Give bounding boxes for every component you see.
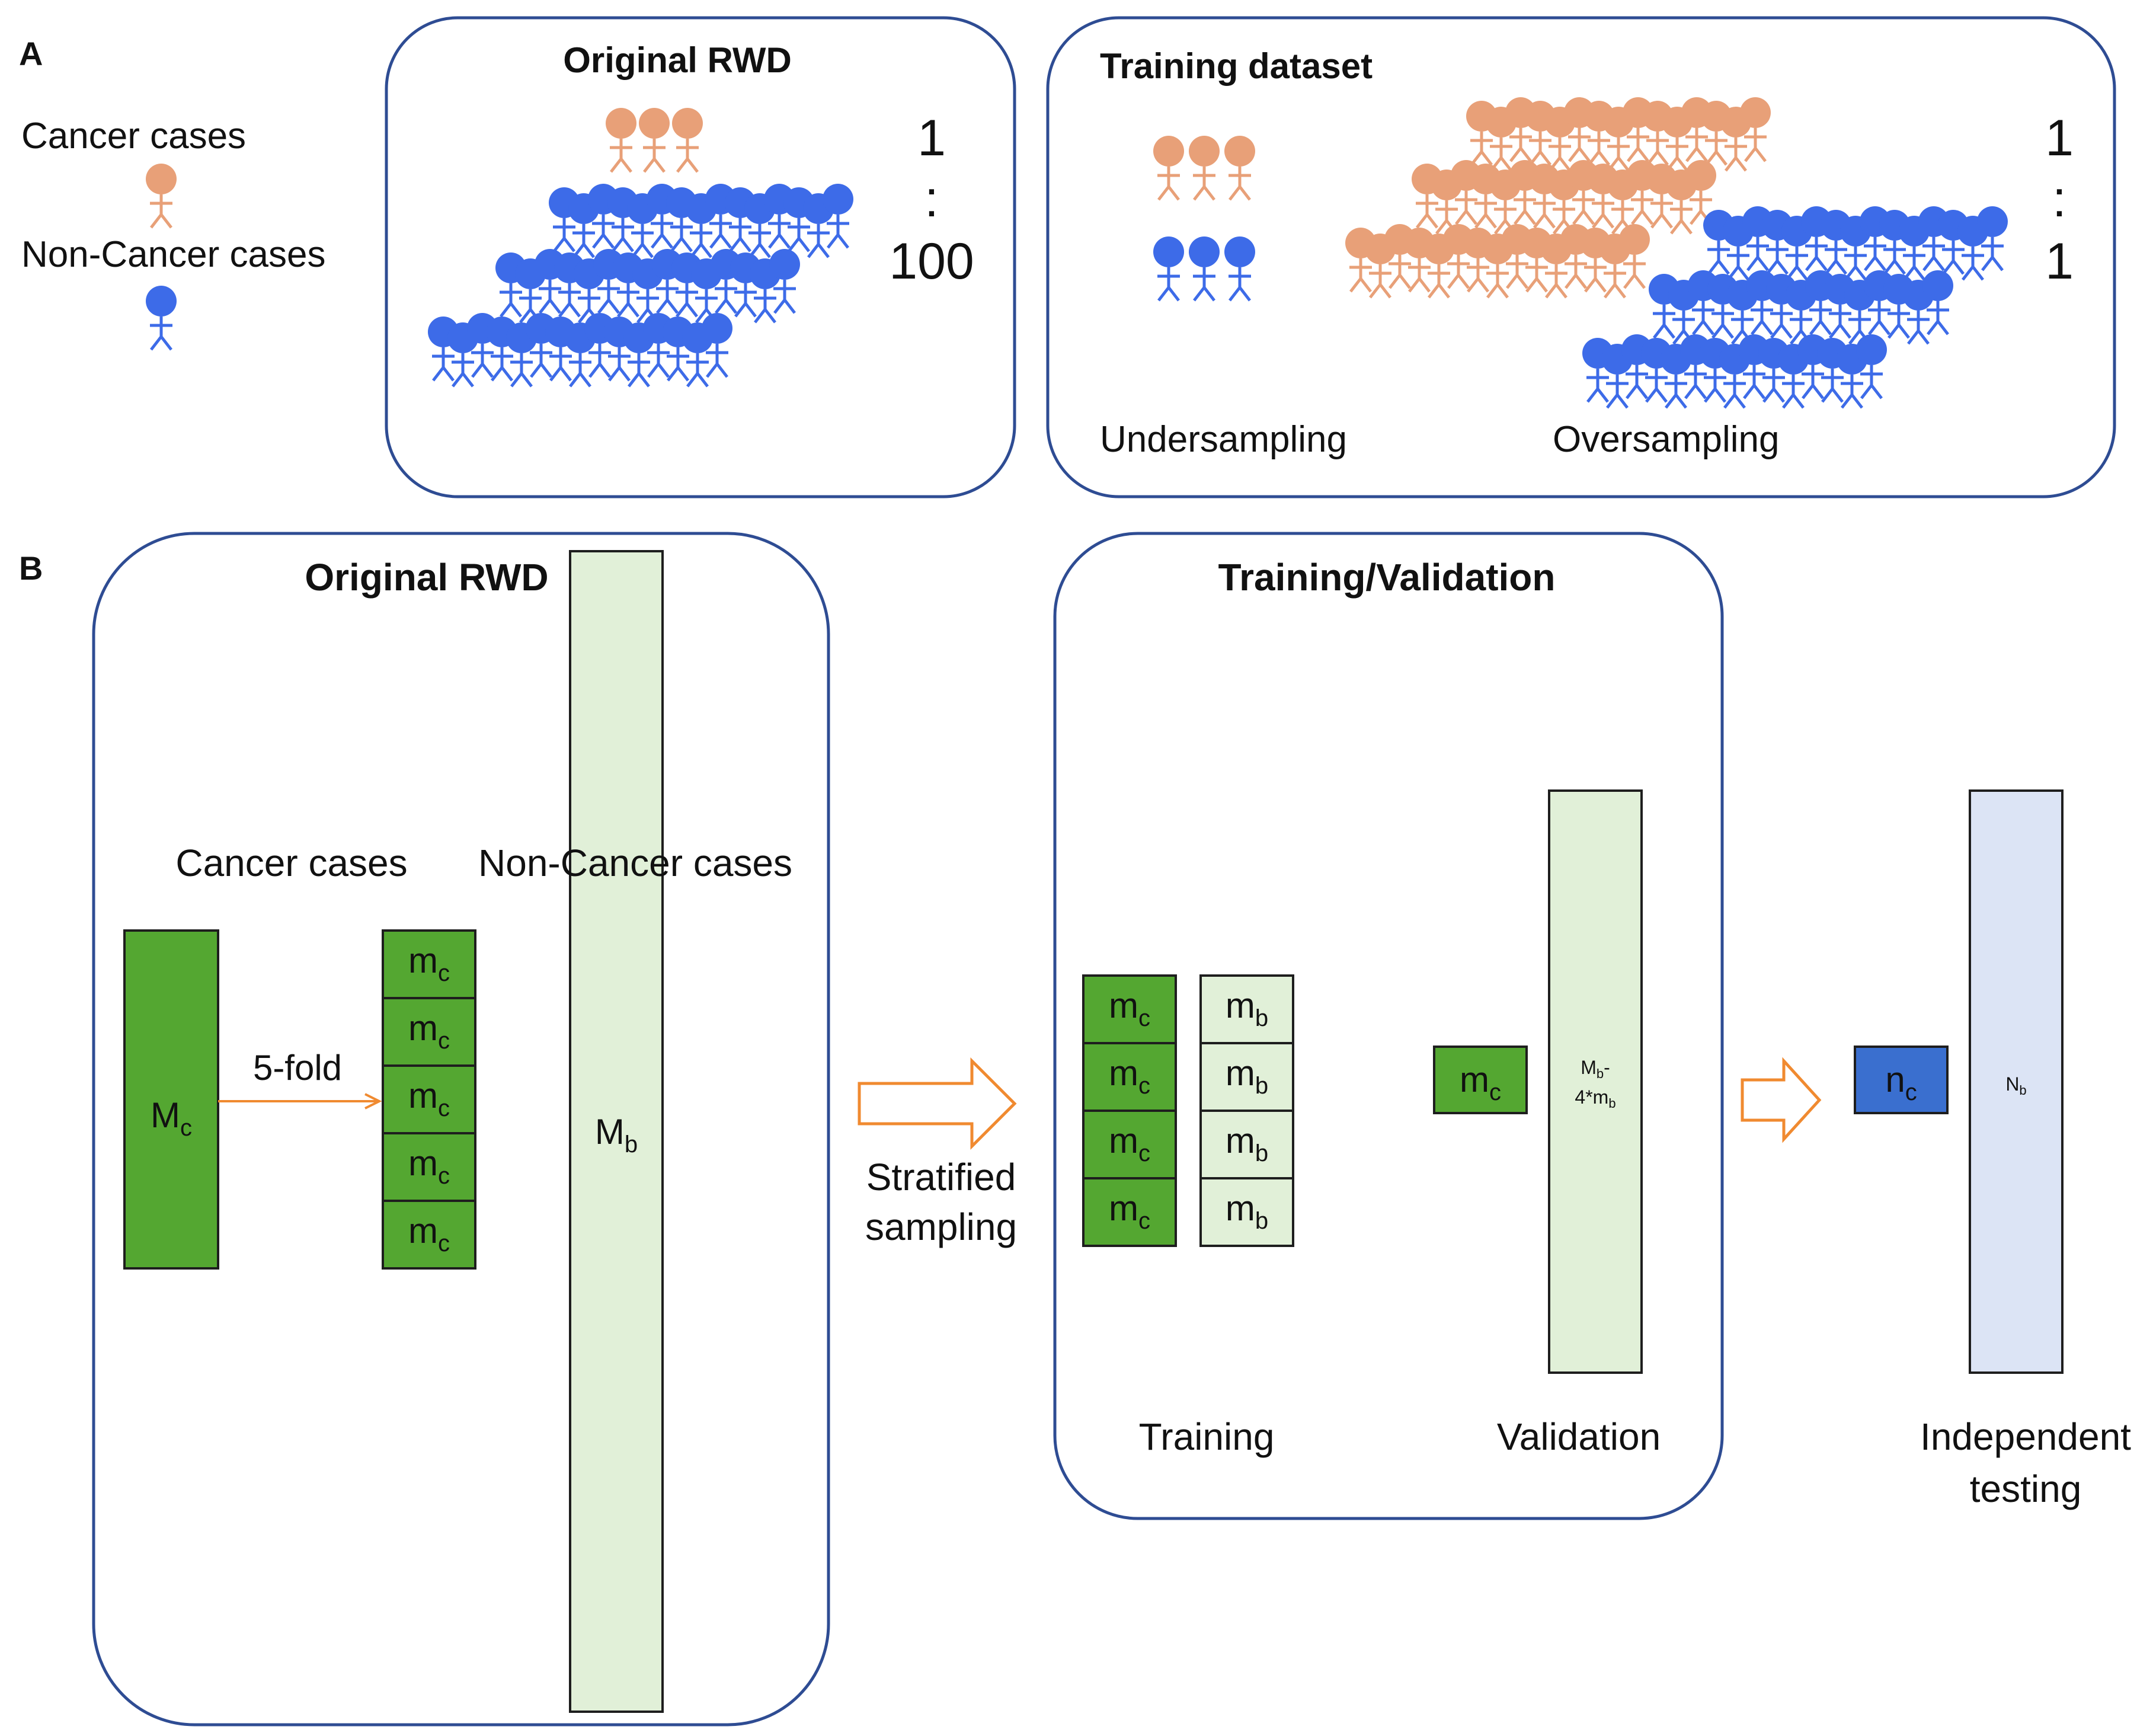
undersampled-noncancer-group — [1153, 236, 1255, 300]
undersampling-label: Undersampling — [1100, 419, 1347, 460]
panel-a-training-dataset-frame — [1046, 16, 2116, 498]
cancer-cases-block-label: Mc — [151, 1095, 192, 1141]
noncancer-cases-block-label: Mb — [595, 1112, 638, 1158]
cancer-cases-column-label: Cancer cases — [175, 842, 407, 884]
training-validation-frame — [1053, 532, 1724, 1520]
validation-noncancer-label-line1: Mb- — [1581, 1057, 1610, 1081]
cancer-cases-block — [123, 929, 219, 1270]
original-cancer-group — [606, 108, 703, 172]
training-noncancer-fold-label: mb — [1226, 986, 1268, 1031]
cancer-fold — [382, 1132, 476, 1202]
oversampled-cancer-crowd — [1345, 97, 1771, 298]
panel-b-original-rwd-frame — [92, 532, 830, 1727]
legend-cancer-label: Cancer cases — [21, 116, 246, 156]
training-validation-title: Training/Validation — [1218, 556, 1556, 599]
panel-a-training-ratio-top: 1 — [2045, 110, 2074, 167]
independent-testing-label-line2: testing — [1970, 1468, 2082, 1510]
testing-arrow — [1741, 1057, 1822, 1143]
cancer-fold-label: mc — [408, 941, 450, 986]
oversampling-label: Oversampling — [1553, 419, 1779, 460]
training-noncancer-fold-label: mb — [1226, 1121, 1268, 1166]
training-cancer-fold-label: mc — [1109, 1121, 1150, 1166]
panel-a-original-ratio-top: 1 — [917, 110, 946, 167]
cancer-fold-label: mc — [408, 1008, 450, 1054]
training-noncancer-fold-label: mb — [1226, 1188, 1268, 1234]
training-cancer-folds: mc mc mc mc — [1082, 974, 1177, 1247]
panel-b-label: B — [19, 549, 43, 587]
undersampled-cancer-group — [1153, 136, 1255, 200]
testing-cancer-block-label: nc — [1885, 1060, 1917, 1105]
training-cancer-fold — [1082, 1177, 1177, 1247]
cancer-fold — [382, 1200, 476, 1270]
legend-noncancer-label: Non-Cancer cases — [21, 234, 325, 275]
panel-a-original-rwd-title: Original RWD — [563, 40, 792, 80]
five-fold-arrowhead — [364, 1093, 382, 1110]
training-label: Training — [1139, 1415, 1275, 1458]
noncancer-cases-block — [569, 550, 664, 1713]
testing-cancer-block — [1854, 1046, 1949, 1114]
panel-a-training-dataset-title: Training dataset — [1100, 46, 1373, 86]
panel-a-training-ratio-bottom: 1 — [2045, 233, 2074, 290]
panel-a-original-rwd-frame — [385, 16, 1016, 498]
training-cancer-fold-label: mc — [1109, 1053, 1150, 1099]
training-noncancer-fold — [1199, 1177, 1294, 1247]
cancer-fold — [382, 997, 476, 1067]
training-cancer-fold-label: mc — [1109, 1188, 1150, 1234]
cancer-fold-label: mc — [408, 1143, 450, 1189]
validation-cancer-fold-label: mc — [1460, 1060, 1501, 1105]
panel-a-training-ratio-colon: : — [2052, 171, 2066, 228]
cancer-fold-label: mc — [408, 1076, 450, 1121]
panel-b-original-rwd-title: Original RWD — [305, 556, 548, 599]
stratified-sampling-arrow — [858, 1057, 1017, 1150]
panel-a-original-ratio-bottom: 100 — [889, 233, 974, 290]
noncancer-cases-column-label: Non-Cancer cases — [478, 842, 792, 884]
validation-cancer-fold — [1433, 1046, 1528, 1114]
testing-noncancer-block-label: Nb — [2005, 1073, 2026, 1098]
training-noncancer-fold — [1199, 974, 1294, 1044]
legend-cancer-person-icon — [146, 164, 177, 228]
independent-testing-label-line1: Independent — [1920, 1415, 2131, 1458]
cancer-fold — [382, 1064, 476, 1134]
cancer-folds-stack: mc mc mc mc mc — [382, 929, 476, 1270]
cancer-fold-label: mc — [408, 1211, 450, 1257]
testing-noncancer-block — [1969, 789, 2064, 1374]
cancer-fold — [382, 929, 476, 999]
validation-noncancer-label-line2: 4*mb — [1575, 1086, 1615, 1111]
training-noncancer-fold-label: mb — [1226, 1053, 1268, 1099]
stratified-sampling-label-line1: Stratified — [866, 1156, 1016, 1198]
validation-noncancer-block — [1548, 789, 1643, 1374]
training-cancer-fold — [1082, 1110, 1177, 1179]
stratified-sampling-label-line2: sampling — [865, 1206, 1017, 1248]
original-noncancer-crowd — [428, 184, 853, 386]
training-noncancer-folds: mb mb mb mb — [1199, 974, 1294, 1247]
panel-a-label: A — [19, 35, 43, 72]
legend-noncancer-person-icon — [146, 286, 177, 350]
panel-a-original-ratio-colon: : — [924, 171, 939, 228]
validation-label: Validation — [1497, 1415, 1661, 1458]
five-fold-label: 5-fold — [253, 1048, 342, 1088]
training-cancer-fold-label: mc — [1109, 986, 1150, 1031]
